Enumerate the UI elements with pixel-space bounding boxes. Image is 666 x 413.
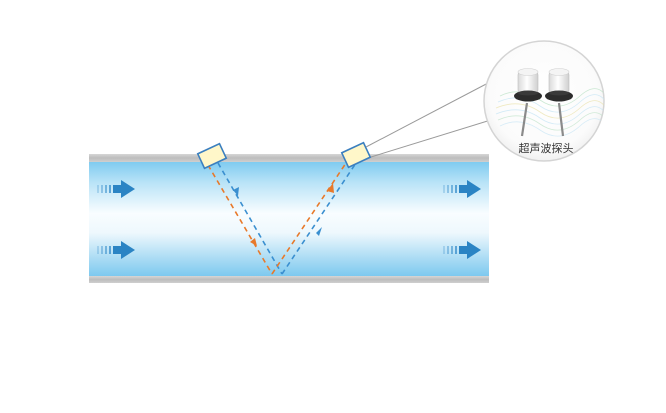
pipe-bottom-wall (89, 276, 489, 283)
ultrasonic-probe-icon (545, 68, 573, 137)
transducer-icon (196, 142, 228, 170)
ultrasonic-probe-icon (514, 68, 542, 137)
signal-path-blue-down (217, 162, 283, 275)
pipe-flow-region (89, 162, 489, 276)
pipe-top-wall (89, 154, 489, 162)
signal-arrowhead-blue-up (316, 227, 322, 236)
flow-arrow-icon (97, 180, 135, 198)
callout-lines (365, 81, 495, 158)
probe-callout: 超声波探头 (483, 40, 605, 162)
signal-path-orange-up (271, 162, 347, 275)
signal-arrowhead-orange-up (327, 183, 334, 193)
flow-arrows (97, 180, 481, 259)
probe-label: 超声波探头 (519, 141, 574, 155)
signal-paths (207, 162, 357, 275)
flow-arrow-icon (97, 241, 135, 259)
signal-path-blue-up (281, 162, 357, 275)
flow-arrow-icon (443, 241, 481, 259)
pipe (89, 154, 489, 283)
signal-arrowhead-orange-down (250, 238, 257, 246)
transducer-icon (340, 141, 372, 169)
flow-arrow-icon (443, 180, 481, 198)
signal-path-orange-down (207, 164, 273, 275)
signal-arrowhead-blue-down (233, 187, 239, 196)
